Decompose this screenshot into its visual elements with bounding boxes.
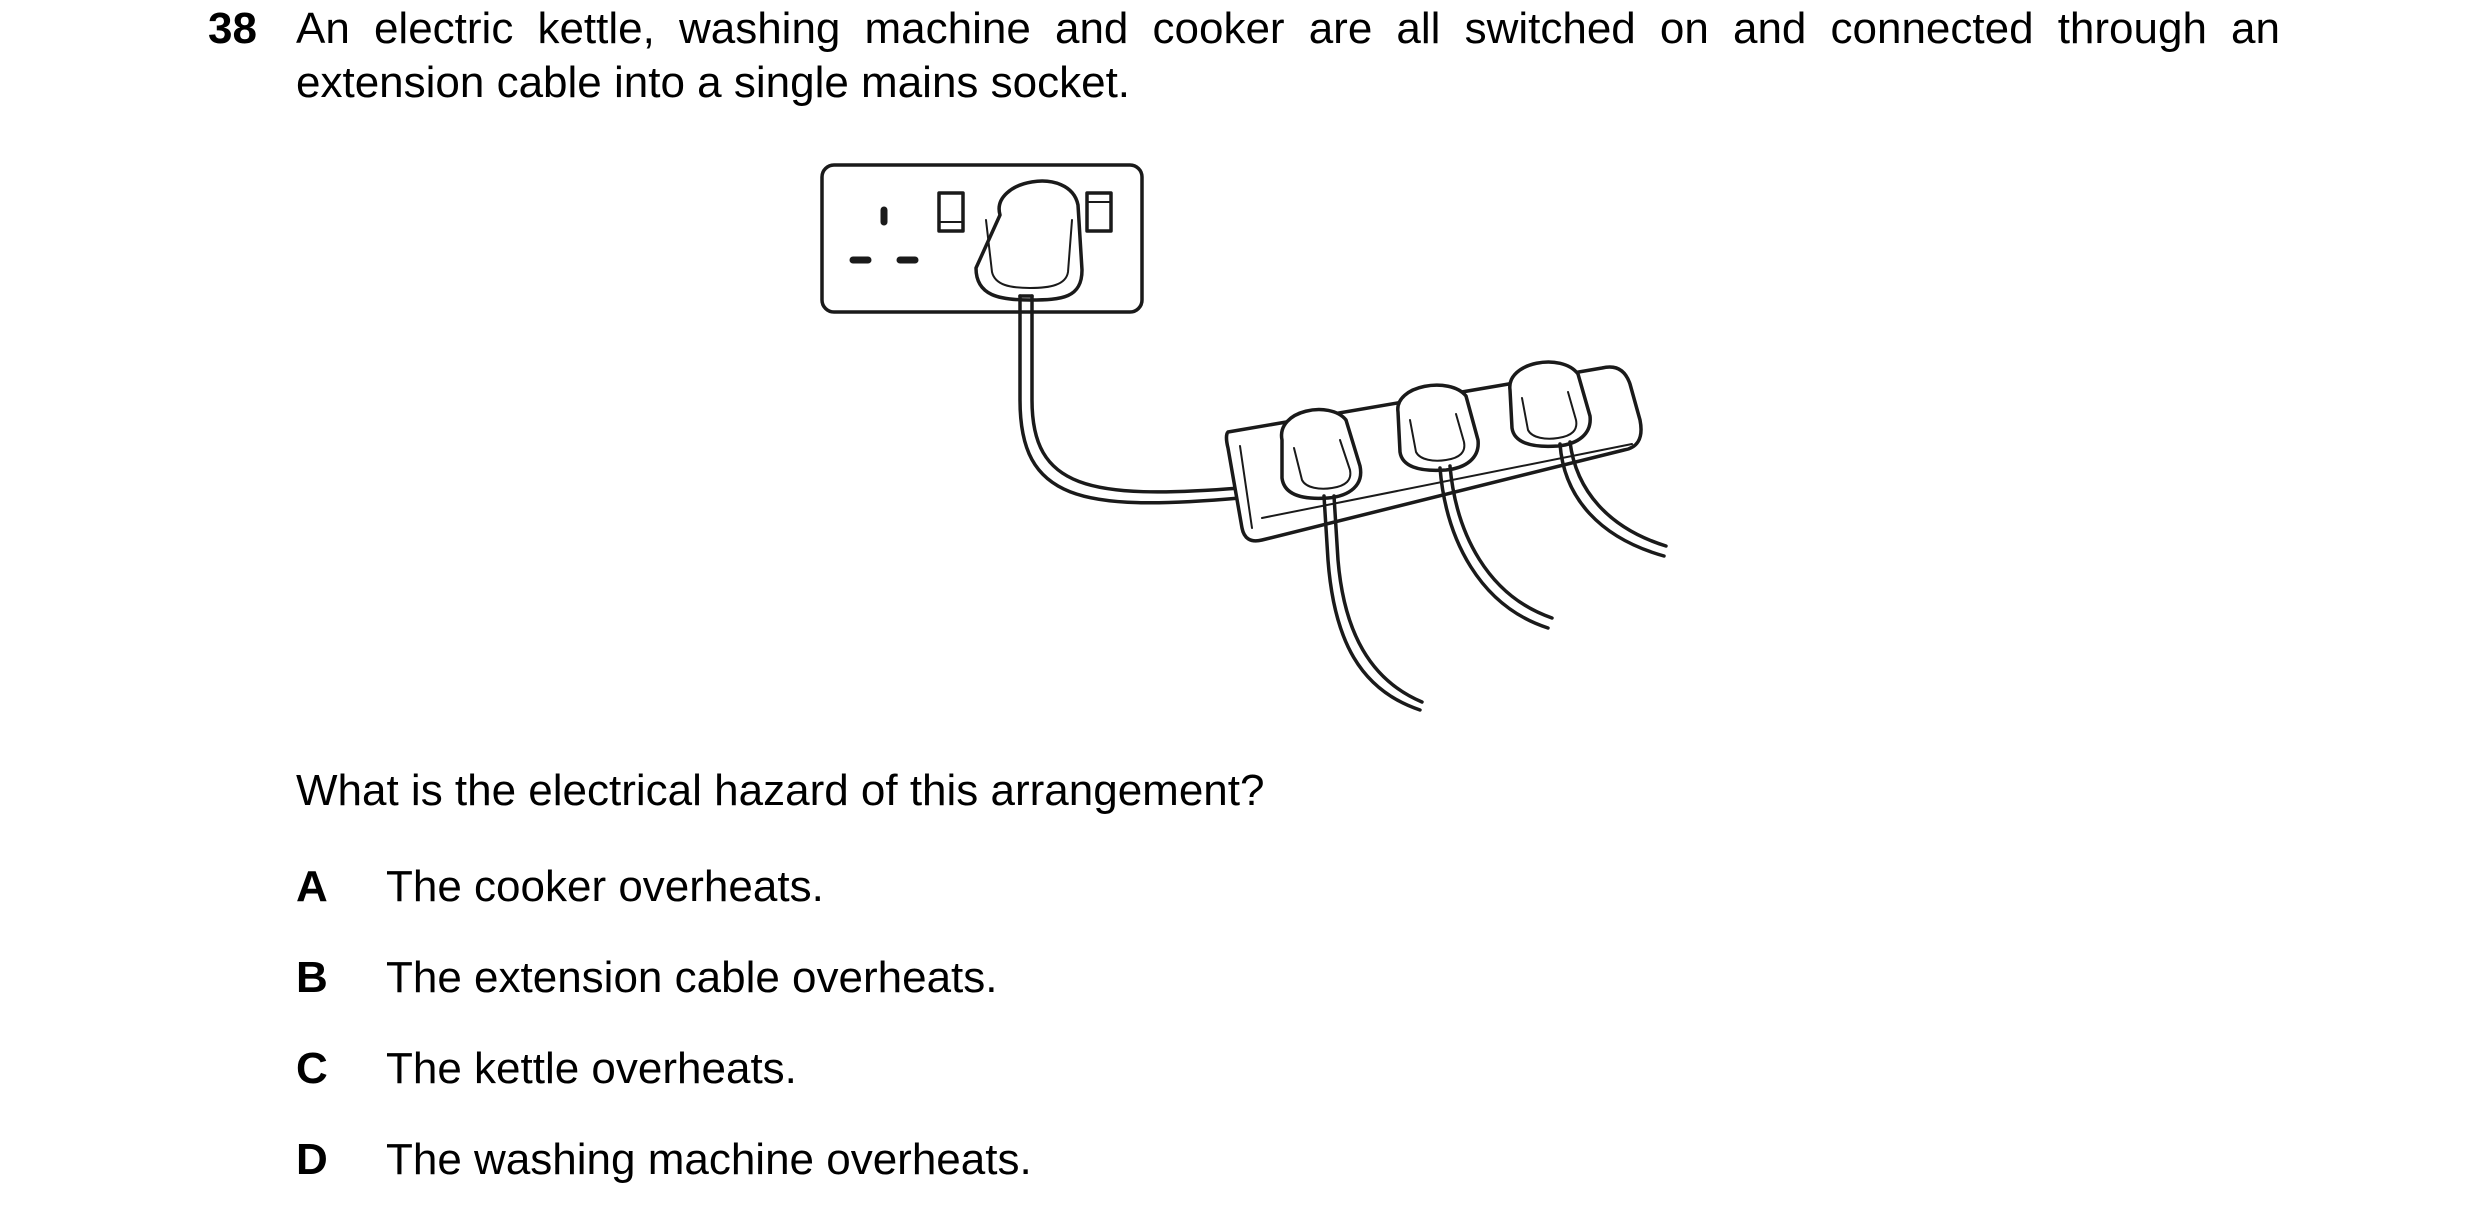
option-letter: A <box>296 862 328 911</box>
question-stem-line-1: An electric kettle, washing machine and … <box>296 4 2280 53</box>
wall-plug <box>974 179 1084 302</box>
question-number: 38 <box>208 4 257 53</box>
question-prompt: What is the electrical hazard of this ar… <box>296 766 1265 815</box>
mains-socket-with-extension-cable-icon <box>820 163 1668 712</box>
option-text: The extension cable overheats. <box>386 953 998 1002</box>
socket-switch-right <box>1085 191 1113 233</box>
extension-cable <box>1018 294 1242 505</box>
option-text: The cooker overheats. <box>386 862 824 911</box>
extension-plug-2 <box>1396 383 1480 473</box>
option-letter: B <box>296 953 328 1002</box>
question-stem: An electric kettle, washing machine and … <box>296 2 2280 110</box>
question-stem-line-2: extension cable into a single mains sock… <box>296 58 1131 107</box>
option-letter: C <box>296 1044 328 1093</box>
option-text: The washing machine overheats. <box>386 1135 1032 1184</box>
extension-plug-3 <box>1508 360 1592 449</box>
socket-switch-left <box>937 191 965 233</box>
wall-socket-plate <box>820 163 1144 314</box>
option-letter: D <box>296 1135 328 1184</box>
option-text: The kettle overheats. <box>386 1044 797 1093</box>
